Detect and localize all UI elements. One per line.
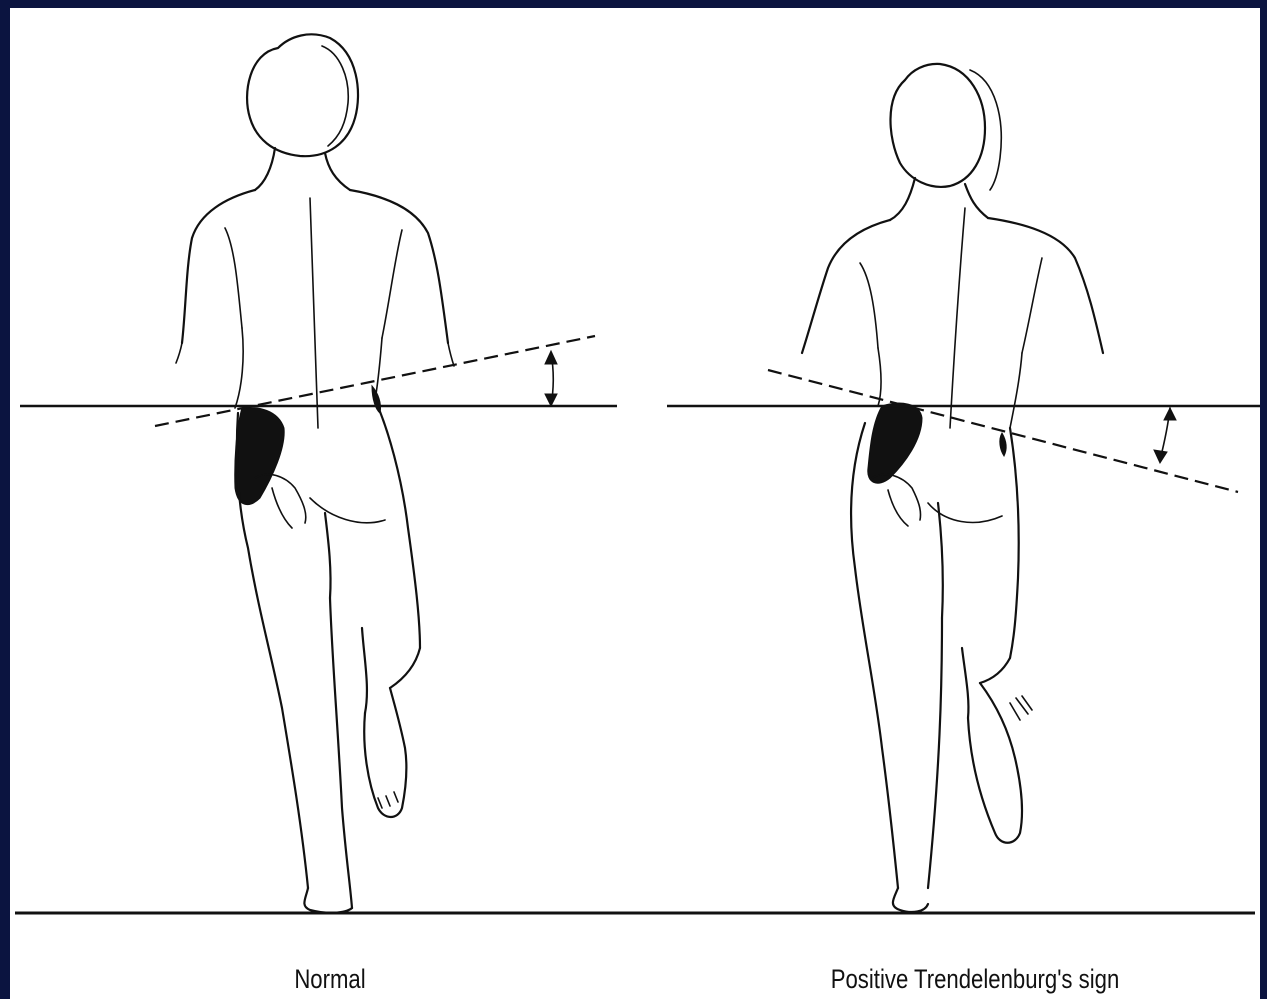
positive-head <box>890 64 985 187</box>
positive-trendelenburg-caption: Positive Trendelenburg's sign <box>786 964 1163 995</box>
normal-standing-foot <box>304 888 352 913</box>
positive-spine <box>950 208 965 428</box>
trendelenburg-illustration <box>10 8 1260 999</box>
normal-pelvic-tilt-line <box>155 336 595 426</box>
normal-torso <box>182 190 255 343</box>
normal-raised-foot <box>364 688 406 817</box>
figure-frame: Normal Positive Trendelenburg's sign <box>10 8 1260 999</box>
normal-figure <box>176 34 454 912</box>
positive-standing-foot <box>893 888 928 912</box>
normal-hip-muscle <box>235 408 284 505</box>
positive-raised-foot <box>968 683 1022 843</box>
positive-figure <box>802 64 1103 912</box>
positive-hip-muscle <box>868 403 922 483</box>
normal-caption: Normal <box>240 964 420 995</box>
positive-pelvic-tilt-line <box>768 370 1238 492</box>
normal-head <box>247 34 358 156</box>
